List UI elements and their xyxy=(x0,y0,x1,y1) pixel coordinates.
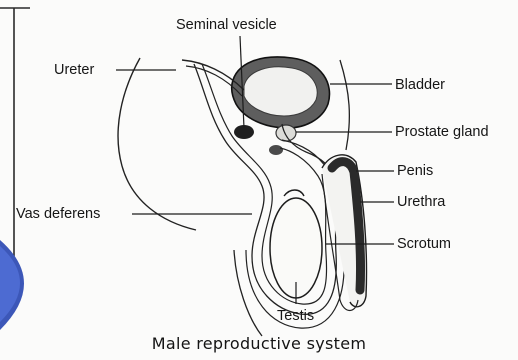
label-prostate-gland: Prostate gland xyxy=(395,125,489,140)
label-penis: Penis xyxy=(397,164,433,179)
label-bladder: Bladder xyxy=(395,78,445,93)
seminal-vesicle-lobe xyxy=(269,145,283,155)
label-ureter: Ureter xyxy=(54,63,94,78)
label-seminal-vesicle: Seminal vesicle xyxy=(176,18,277,33)
label-urethra: Urethra xyxy=(397,195,445,210)
diagram-caption: Male reproductive system xyxy=(0,336,518,352)
body-outline-thigh xyxy=(234,250,262,336)
body-outline-back xyxy=(118,58,196,230)
label-testis: Testis xyxy=(277,309,314,324)
label-scrotum: Scrotum xyxy=(397,237,451,252)
prostate-organ xyxy=(276,125,296,141)
label-vas-deferens: Vas deferens xyxy=(16,207,100,222)
body-outline-abdomen xyxy=(340,60,349,150)
epididymis-head xyxy=(284,190,304,196)
